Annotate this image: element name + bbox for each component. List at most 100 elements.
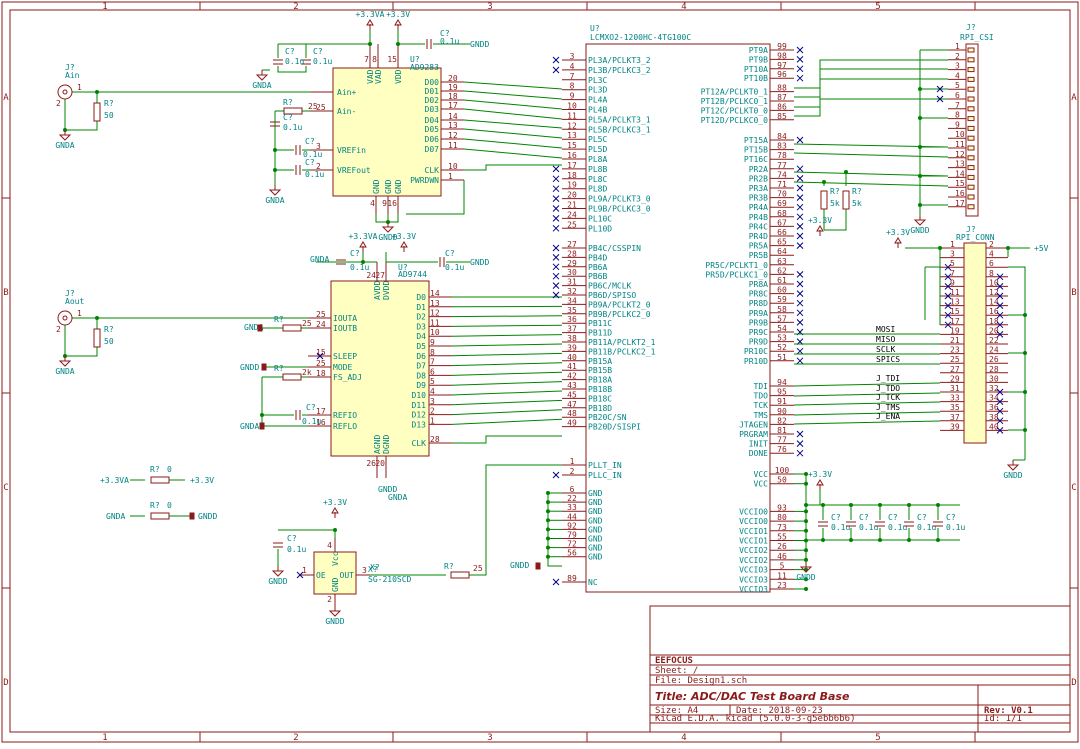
rpi-pin-number: 21 xyxy=(950,336,960,345)
csi-contact xyxy=(968,136,974,140)
junction-dot xyxy=(1023,351,1027,355)
res-ref: R? xyxy=(274,315,284,324)
dac-pin-name: D0 xyxy=(416,293,426,302)
fpga-pin-number: 30 xyxy=(567,268,577,277)
osc-pin-name: Vcc xyxy=(331,551,340,566)
dac-pin-name: IOUTB xyxy=(333,324,357,333)
resistor-ioutb xyxy=(283,325,301,331)
dac-pin-name: D5 xyxy=(416,342,426,351)
net-label: J_TDI xyxy=(876,374,900,383)
no-connect-right xyxy=(797,431,803,437)
no-connect-nc xyxy=(553,579,559,585)
osc-pin-number: 4 xyxy=(327,541,332,550)
dac-pin-number: 9 xyxy=(430,338,435,347)
fpga-pin-name: PR4C xyxy=(749,222,768,231)
rpi-pin-number: 35 xyxy=(950,403,960,412)
wire-path xyxy=(65,325,97,356)
dac-pin-name: REFIO xyxy=(333,411,357,420)
net-label: MOSI xyxy=(876,325,895,334)
fpga-pin-name: PB18D xyxy=(588,404,612,413)
dac-pin-number: 24 xyxy=(316,320,326,329)
fpga-pin-name: PR3A xyxy=(749,184,768,193)
fpga-pin-number: 45 xyxy=(567,390,577,399)
fpga-pin-name: VCCIO2 xyxy=(739,556,768,565)
wire-path xyxy=(794,182,948,186)
gnd-triangle xyxy=(1008,465,1018,470)
dac-pin-name: D3 xyxy=(416,322,426,331)
fpga-pin-number: 10 xyxy=(567,102,577,111)
rpi-pin-number: 3 xyxy=(950,250,955,259)
fpga-pin-name: PL5C xyxy=(588,135,607,144)
junction-dot xyxy=(804,519,808,523)
fpga-pin-name: GND xyxy=(588,489,603,498)
junction-dot xyxy=(849,503,853,507)
fpga-pin-number: 64 xyxy=(777,247,787,256)
ground-label: GNDD xyxy=(325,617,344,626)
dac-pin-number: 14 xyxy=(430,289,440,298)
no-connect-right xyxy=(797,281,803,287)
rpi-pin-number: 1 xyxy=(950,240,955,249)
csi-contact xyxy=(968,185,974,189)
gnda-label: GNDA xyxy=(388,493,407,502)
fpga-pin-number: 21 xyxy=(567,201,577,210)
no-connect-left xyxy=(553,206,559,212)
fpga-pin-number: 2 xyxy=(570,467,575,476)
fpga-pin-name: PL8D xyxy=(588,185,607,194)
ground-label: GNDA xyxy=(55,141,74,150)
cap-ref: C? xyxy=(350,249,360,258)
net-label: J_TDO xyxy=(876,384,900,393)
fpga-pin-name: PL5D xyxy=(588,145,607,154)
junction-dot xyxy=(804,587,808,591)
wire-path xyxy=(794,153,948,157)
res-ref: R? xyxy=(104,99,114,108)
gndd-fpga: GNDD xyxy=(510,561,529,570)
wire-path xyxy=(452,410,562,415)
fpga-pin-number: 3 xyxy=(570,52,575,61)
cap-value: 0.1u xyxy=(917,523,936,532)
fpga-pin-number: 66 xyxy=(777,228,787,237)
fpga-pin-name: PB20D/SISPI xyxy=(588,423,641,432)
fpga-pin-name: PB15A xyxy=(588,357,612,366)
dac-pin-name: MODE xyxy=(333,363,352,372)
no-connect-right xyxy=(797,300,803,306)
adc-pin-name: PWRDWN xyxy=(410,176,439,185)
res-value: 25 xyxy=(308,102,318,111)
rpi-pin-number: 30 xyxy=(989,374,999,383)
res-ref: R? xyxy=(274,364,284,373)
csi-pin-number: 6 xyxy=(955,91,960,100)
junction-dot xyxy=(396,42,400,46)
junction-dot xyxy=(918,87,922,91)
fpga-pin-number: 25 xyxy=(567,220,577,229)
fpga-pin-name: NC xyxy=(588,578,598,587)
net-label: J_TCK xyxy=(876,393,900,402)
no-connect-left xyxy=(553,176,559,182)
fpga-pin-name: PR2B xyxy=(749,174,768,183)
csi-pin-number: 14 xyxy=(955,169,965,178)
ground-label: GNDD xyxy=(1003,471,1022,480)
gnda-top: GNDA xyxy=(252,70,271,90)
adc-pin-name: GND xyxy=(372,179,381,194)
power-label: +3.3V xyxy=(808,470,832,479)
adc-pin-name: VDD xyxy=(394,69,403,84)
fpga-pin-number: 49 xyxy=(567,419,577,428)
no-connect-right xyxy=(797,223,803,229)
fpga-pin-name: PT9B xyxy=(749,55,768,64)
bridge-3v3a: +3.3VA xyxy=(100,476,129,485)
junction-dot xyxy=(1023,428,1027,432)
frame-row-label-left: A xyxy=(3,93,9,103)
cap-ref: C? xyxy=(305,137,315,146)
fpga-pin-number: 8 xyxy=(570,82,575,91)
fpga-pin-name: PR4B xyxy=(749,213,768,222)
rpi-pin-number: 11 xyxy=(950,288,960,297)
adc-pin-name: D07 xyxy=(425,145,440,154)
gnd-triangle xyxy=(270,190,280,195)
fpga-pin-name: PR4A xyxy=(749,203,768,212)
wire-path xyxy=(452,325,562,326)
cap-vrefout xyxy=(296,165,300,175)
wire-path xyxy=(794,393,940,396)
csi-contact xyxy=(968,117,974,121)
junction-dot xyxy=(804,482,808,486)
junction-dot xyxy=(804,509,808,513)
fpga-pin-number: 72 xyxy=(567,540,577,549)
